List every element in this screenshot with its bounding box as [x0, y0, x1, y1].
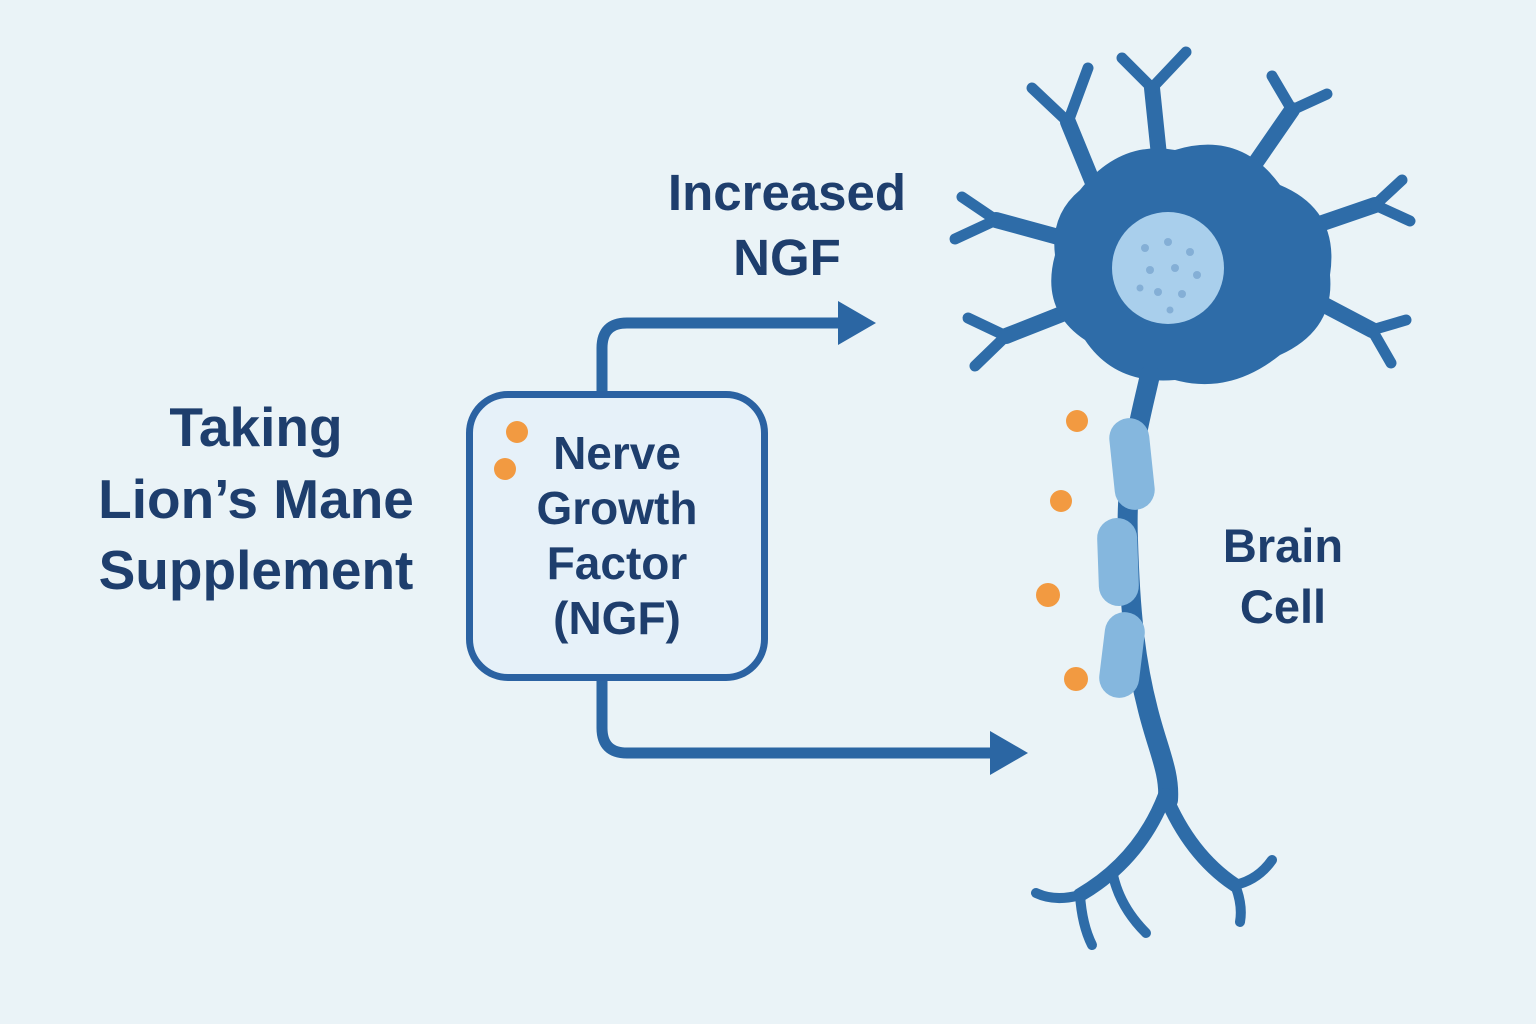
myelin-sheath	[1097, 418, 1155, 698]
ngf-box-label: Nerve Growth Factor (NGF)	[473, 426, 761, 647]
title-line-3: Supplement	[98, 539, 414, 601]
nucleus-shape	[1112, 212, 1224, 324]
brain-cell-line-2: Cell	[1239, 580, 1327, 634]
ngf-box-line-3: Factor	[546, 537, 688, 589]
increased-ngf-line-2: NGF	[733, 229, 841, 287]
ngf-box: Nerve Growth Factor (NGF)	[466, 391, 768, 681]
axon-terminals	[1073, 788, 1242, 902]
ngf-box-line-2: Growth	[536, 481, 698, 534]
neuron-illustration-icon	[949, 46, 1416, 950]
arrow-right-bottom-icon	[596, 670, 1028, 775]
nucleus-speckles	[1136, 238, 1201, 314]
brain-cell-line-1: Brain	[1222, 519, 1344, 572]
brain-cell-label: Brain Cell	[1183, 515, 1383, 637]
arrow-right-top-icon	[596, 301, 876, 402]
page-title: Taking Lion’s Mane Supplement	[52, 392, 460, 607]
title-line-2: Lion’s Mane	[98, 467, 414, 530]
ngf-molecule-dots-icon	[1036, 410, 1088, 691]
increased-ngf-line-1: Increased	[667, 164, 907, 221]
ngf-box-line-4: (NGF)	[553, 592, 681, 645]
increased-ngf-label: Increased NGF	[612, 160, 962, 291]
title-line-1: Taking	[169, 396, 343, 458]
ngf-box-line-1: Nerve	[553, 426, 681, 479]
